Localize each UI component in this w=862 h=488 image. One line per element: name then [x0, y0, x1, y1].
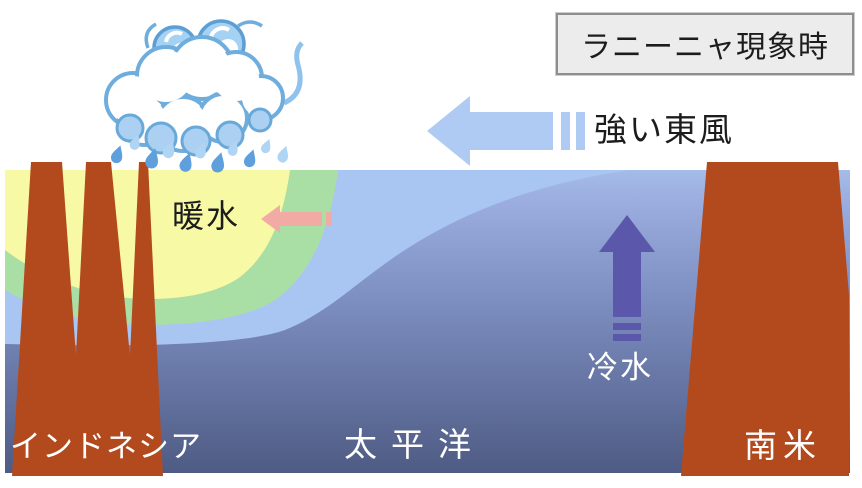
indonesia-landmass: [12, 162, 163, 476]
raindrops: [110, 134, 288, 173]
south-america-landmass: [681, 162, 849, 476]
upwelling-arrow-stripe-1: [613, 323, 641, 330]
wind-arrow-icon: [427, 96, 585, 166]
wind-arrow-stripe-1: [561, 112, 570, 150]
region-label-south-america: 南米: [744, 427, 822, 464]
wind-arrow-body: [427, 96, 553, 166]
upwelling-arrow-stripe-2: [613, 334, 641, 341]
region-label-pacific: 太平洋: [344, 426, 485, 463]
rain-cloud-icon: [104, 19, 304, 173]
warm-water-label: 暖水: [172, 198, 241, 234]
warm-current-arrow-icon: [261, 205, 332, 233]
wind-label: 強い東風: [594, 111, 734, 148]
title-label: ラニーニャ現象時: [581, 31, 829, 64]
upwelling-arrow-icon: [599, 215, 655, 341]
warm-arrow-stripe: [326, 212, 332, 226]
upwelling-arrow-body: [599, 215, 655, 317]
warm-arrow-body: [261, 205, 322, 233]
title-box: ラニーニャ現象時: [556, 13, 854, 75]
cold-water-label: 冷水: [587, 350, 653, 385]
wind-arrow-stripe-2: [576, 112, 585, 150]
region-label-indonesia: インドネシア: [10, 429, 202, 464]
